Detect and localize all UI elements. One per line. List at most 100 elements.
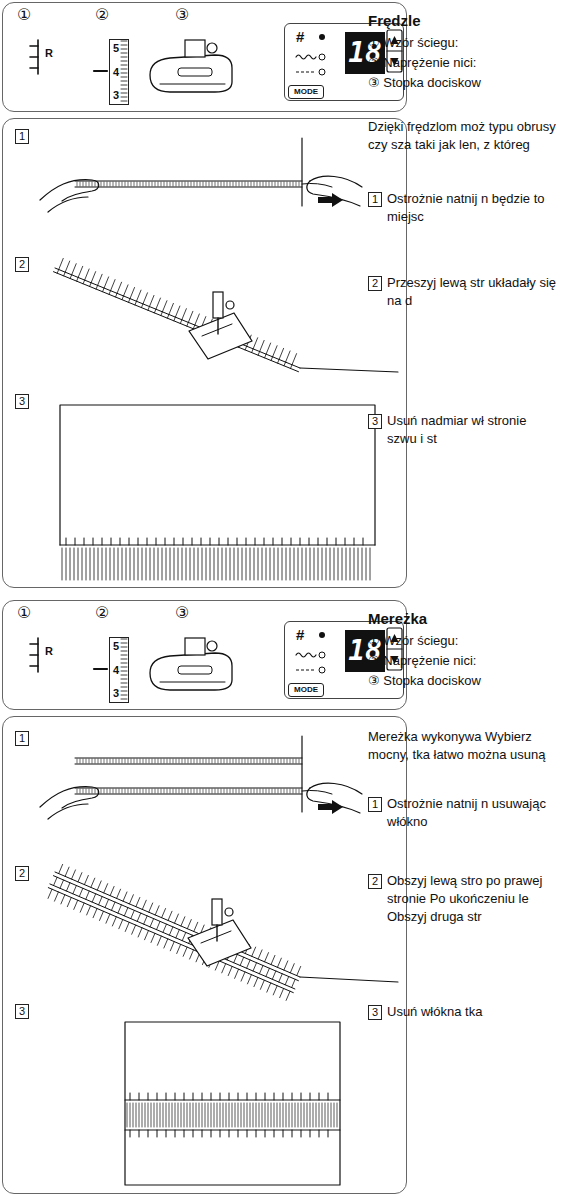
fringe-thread [187, 920, 191, 929]
step-text: Przeszyj lewą str układały się na d [387, 274, 558, 310]
drawn-thread [223, 1103, 224, 1127]
zigzag-stitch [229, 1093, 230, 1100]
step-number: 2 [19, 259, 25, 270]
thread-texture [104, 182, 105, 186]
drawn-thread [133, 1103, 134, 1127]
fringe-thread [131, 910, 135, 918]
drawn-thread [199, 1103, 200, 1127]
fringe-thread [157, 936, 161, 945]
fringe-thread [106, 548, 107, 580]
fringe-thread [267, 983, 271, 992]
fringe-thread [238, 548, 239, 580]
dial-tick [121, 53, 127, 54]
thread-texture [284, 182, 285, 186]
thread-texture [89, 182, 90, 186]
step-number: 1 [372, 799, 378, 810]
drawn-thread [337, 1103, 338, 1127]
step-number: 1 [15, 129, 29, 144]
fringe-thread [136, 290, 141, 301]
fringe-thread [98, 548, 99, 580]
settings-panel: ①②③R543#MODE18 [2, 2, 407, 112]
drawn-thread [160, 1103, 161, 1127]
thread-texture [149, 182, 150, 186]
fringe-thread [278, 548, 279, 580]
fringe-thread [318, 548, 319, 580]
thread-texture [263, 759, 264, 763]
thread-texture [299, 182, 300, 186]
thread-texture [287, 789, 288, 793]
fringe-thread [306, 548, 307, 580]
fringe-thread [162, 301, 167, 312]
step-text: Obszyj lewą stro po prawej stronie Po uk… [387, 872, 558, 926]
dial-tick [121, 691, 127, 692]
thread-texture [137, 789, 138, 793]
fringe-thread [273, 986, 277, 995]
drawn-thread [151, 1103, 152, 1127]
dial-tick [121, 655, 127, 656]
fringe-thread [91, 272, 96, 283]
fringe-thread [104, 884, 108, 893]
thread-texture [86, 759, 87, 763]
fringe-thread [134, 548, 135, 580]
thread-texture [134, 759, 135, 763]
drawn-thread [184, 1103, 185, 1127]
dial-tick [121, 687, 127, 688]
presser-shank [212, 899, 222, 925]
drawn-thread [244, 1103, 245, 1127]
fringe-thread [291, 365, 293, 369]
thread-texture [221, 759, 222, 763]
drawn-thread [241, 1103, 242, 1127]
dial-tick [121, 57, 127, 58]
drawn-thread [286, 1103, 287, 1127]
thread-texture [275, 759, 276, 763]
fringe-thread [285, 977, 289, 985]
thread-texture [176, 759, 177, 763]
thread-texture [89, 789, 90, 793]
thread-texture [278, 182, 279, 186]
drawn-thread [232, 1103, 233, 1127]
fringe-thread [162, 548, 163, 580]
step-number: 2 [372, 278, 378, 289]
fringe-thread [149, 903, 153, 912]
thread-texture [248, 789, 249, 793]
zigzag-stitch [283, 1093, 284, 1100]
thread-texture [110, 789, 111, 793]
thread-texture [206, 789, 207, 793]
stitch-icon [296, 55, 316, 59]
thread-texture [77, 789, 78, 793]
fabric-edge [300, 977, 398, 982]
drawn-thread [136, 1103, 137, 1127]
thread-strip [75, 764, 302, 765]
thread-texture [215, 759, 216, 763]
thread-texture [182, 759, 183, 763]
fringe-thread [61, 895, 65, 904]
section-title: Mereżka [368, 610, 558, 628]
zigzag-stitch [202, 1093, 203, 1100]
thread-texture [161, 182, 162, 186]
fringe-thread [310, 548, 311, 580]
fringe-thread [94, 548, 95, 580]
drawn-thread [229, 1103, 230, 1127]
fringe-thread [198, 548, 199, 580]
fringe-thread [277, 958, 281, 967]
zigzag-stitch [274, 1130, 275, 1137]
zigzag-stitch [310, 1093, 311, 1100]
zigzag-stitch [166, 1130, 167, 1137]
thread-strip [75, 794, 302, 795]
drawn-thread [289, 1103, 290, 1127]
indicator-off [319, 667, 325, 673]
needle [216, 925, 217, 941]
thread-texture [242, 759, 243, 763]
drawn-thread [313, 1103, 314, 1127]
zigzag-stitch [175, 1130, 176, 1137]
thread-texture [170, 182, 171, 186]
fabric [125, 1022, 340, 1185]
thread-texture [272, 789, 273, 793]
fringe-thread [82, 548, 83, 580]
drawn-thread [205, 1103, 206, 1127]
dial-tick [121, 683, 127, 684]
thread-texture [179, 182, 180, 186]
fringe-thread [83, 280, 85, 284]
fringe-thread [322, 548, 323, 580]
thread-texture [254, 789, 255, 793]
